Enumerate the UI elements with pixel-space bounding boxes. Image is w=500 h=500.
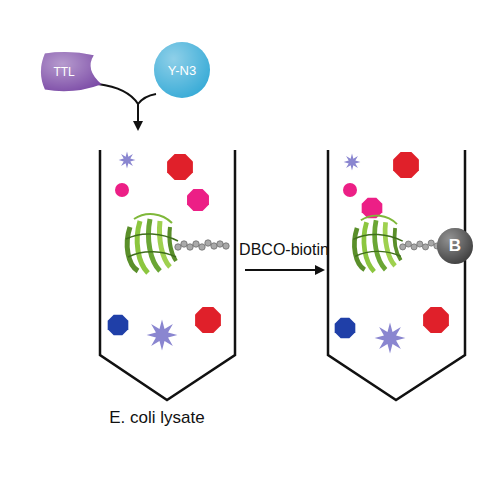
node-text: B — [449, 236, 461, 256]
sample-label: E. coli lysate — [109, 408, 204, 428]
merge-line — [98, 84, 138, 104]
biotin-circle: B — [437, 228, 473, 264]
merge-line — [138, 94, 156, 104]
test-tube — [100, 150, 235, 400]
add-arrow — [137, 104, 139, 128]
node-text: Y-N3 — [168, 63, 196, 78]
enzyme-shape: TTL — [37, 50, 103, 94]
reagent-label: DBCO-biotin — [239, 241, 329, 259]
reagent-circle: Y-N3 — [154, 42, 210, 98]
reaction-arrow — [245, 269, 322, 271]
node-text: TTL — [53, 65, 74, 79]
test-tube — [328, 150, 465, 400]
